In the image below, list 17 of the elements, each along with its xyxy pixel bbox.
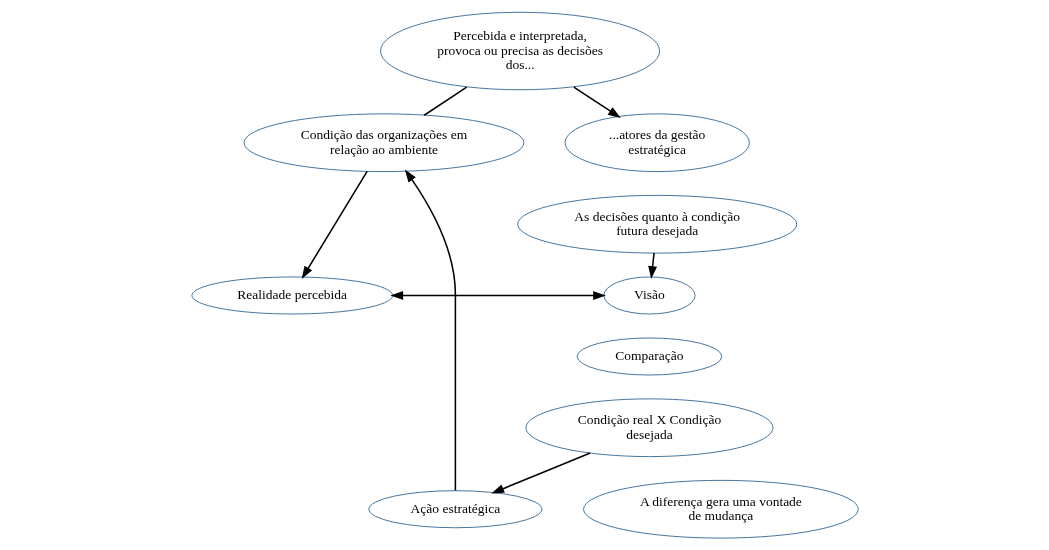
node-ellipse: Visão bbox=[602, 276, 696, 315]
node-ellipse: ...atores da gestão estratégica bbox=[564, 113, 750, 173]
node-ellipse: Realidade percebida bbox=[190, 276, 393, 315]
node-ellipse: Condição real X Condição desejada bbox=[524, 398, 773, 458]
arrow bbox=[572, 86, 621, 118]
arrow bbox=[301, 170, 368, 279]
node-ellipse: Percebida e interpretada, provoca ou precisa as decisões dos... bbox=[379, 11, 660, 91]
node-ellipse: As decisões quanto à condição futura desejada bbox=[516, 194, 797, 254]
node-ellipse: Ação estratégica bbox=[367, 490, 542, 529]
arrow bbox=[647, 252, 657, 279]
arrow bbox=[404, 169, 456, 492]
arrow bbox=[389, 291, 606, 300]
connector bbox=[422, 86, 467, 117]
node-ellipse: Comparação bbox=[576, 337, 722, 376]
node-ellipse: Condição das organizações em relação ao ambiente bbox=[243, 113, 524, 173]
arrow bbox=[490, 452, 591, 494]
node-ellipse: A diferença gera uma vontade de mudança bbox=[582, 479, 859, 539]
